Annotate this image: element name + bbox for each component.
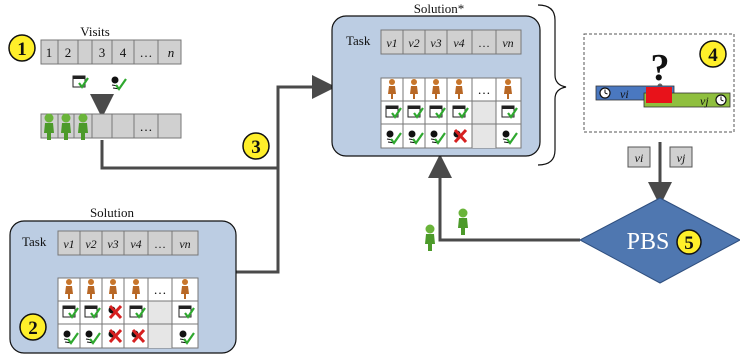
visits-cells: 1 2 3 4 … n xyxy=(46,45,175,60)
selected-visits: vi vj xyxy=(627,146,693,168)
visits-cell: … xyxy=(140,45,153,60)
connector-lines xyxy=(90,75,672,274)
step-badge-label: 5 xyxy=(684,233,694,254)
solution-star-cell: … xyxy=(478,36,490,50)
conflict-panel: ? vi vj xyxy=(583,33,735,133)
selected-visit-right: vj xyxy=(677,151,686,165)
technician-icon xyxy=(458,208,468,235)
step-badge-2: 2 xyxy=(19,313,47,341)
ellipsis-text: … xyxy=(154,282,167,297)
solution-cell: v1 xyxy=(63,237,74,251)
connector-solution-to-solution-star xyxy=(236,75,336,274)
ellipsis-text: … xyxy=(140,119,153,134)
step-badge-label: 4 xyxy=(708,45,718,66)
visits-cell: 4 xyxy=(120,45,127,60)
solution-star-title: Solution* xyxy=(414,1,465,16)
visits-cell: 2 xyxy=(65,45,72,60)
ellipsis-text: … xyxy=(478,82,491,97)
solution-star-brace xyxy=(537,4,567,166)
location-check-icon xyxy=(110,75,128,91)
conflict-left-visit: vi xyxy=(620,87,629,101)
solution-row-label: Task xyxy=(22,234,47,249)
clock-icon xyxy=(599,87,611,99)
pbs-label: PBS xyxy=(627,229,670,255)
step-badge-1: 1 xyxy=(8,34,36,62)
conflict-right-visit: vj xyxy=(700,94,709,108)
step-badge-5: 5 xyxy=(676,229,702,255)
solution-title: Solution xyxy=(90,205,135,220)
solution-cell: v2 xyxy=(85,237,96,251)
visits-cell: n xyxy=(168,45,175,60)
selected-visit-left: vi xyxy=(635,151,644,165)
conflict-question-mark: ? xyxy=(651,47,670,89)
solution-star-panel: Solution* Task v1 v2 v3 v4 … vn … xyxy=(331,1,541,157)
solution-panel: Solution Task v1 v2 v3 v4 … vn … xyxy=(9,205,237,354)
visits-cell: 3 xyxy=(99,45,106,60)
solution-star-cell: v1 xyxy=(386,36,397,50)
step-badge-label: 1 xyxy=(17,39,27,60)
step-badge-label: 2 xyxy=(28,318,38,339)
solution-star-row-label: Task xyxy=(346,33,371,48)
connector-pbs-to-technicians xyxy=(428,154,580,242)
solution-star-cell: v4 xyxy=(453,36,464,50)
solution-cell: v4 xyxy=(130,237,141,251)
solution-star-cell: vn xyxy=(502,36,513,50)
step-badge-4: 4 xyxy=(699,40,727,68)
visits-cell: 1 xyxy=(46,45,53,60)
solution-cell: vn xyxy=(179,237,190,251)
assigned-technician-row: … xyxy=(40,113,182,140)
pbs-node: PBS xyxy=(578,197,740,284)
clock-icon xyxy=(715,94,727,106)
step-badge-3: 3 xyxy=(242,132,270,160)
visits-title: Visits xyxy=(80,24,110,39)
solution-cell: … xyxy=(154,237,166,251)
step-badge-label: 3 xyxy=(251,137,261,158)
technician-icon xyxy=(425,224,435,251)
step-badges: 1 2 3 4 5 xyxy=(8,34,727,341)
calendar-check-icon xyxy=(71,74,90,89)
solution-star-cell: v2 xyxy=(408,36,419,50)
connector-schedule-to-solution xyxy=(100,140,278,170)
solution-cell: v3 xyxy=(107,237,118,251)
solution-star-cell: v3 xyxy=(430,36,441,50)
visits-row: 1 2 3 4 … n xyxy=(40,39,182,65)
